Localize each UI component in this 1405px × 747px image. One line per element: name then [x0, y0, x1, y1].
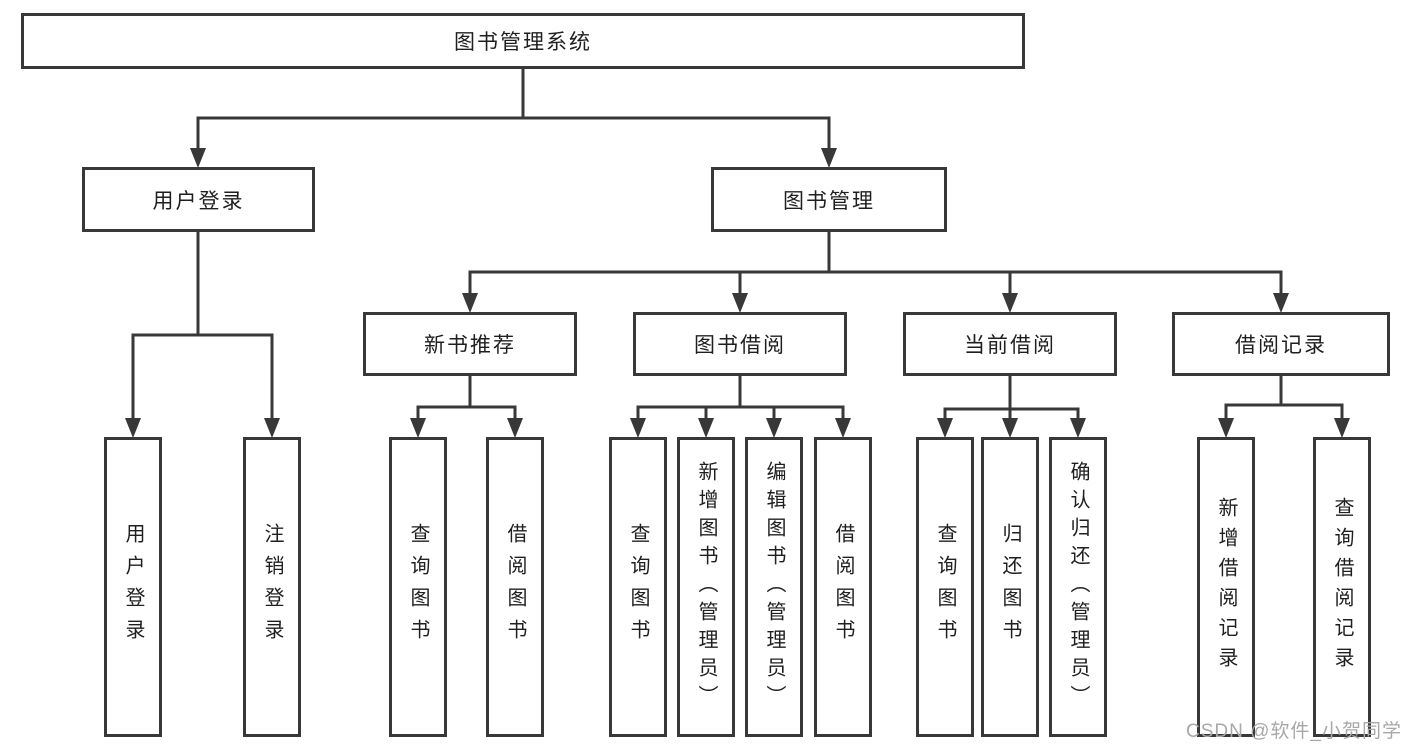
node-borrowing-records: 借阅记录 — [1172, 312, 1390, 376]
node-leaf-confirm-return: 确认归还（管理员） — [1049, 437, 1107, 737]
node-leaf-user-login: 用户登录 — [104, 437, 162, 737]
node-leaf-query-books-1: 查询图书 — [389, 437, 447, 737]
node-leaf-add-borrow-record: 新增借阅记录 — [1197, 437, 1255, 737]
node-leaf-query-borrow-record: 查询借阅记录 — [1313, 437, 1371, 737]
node-leaf-borrow-books-2: 借阅图书 — [814, 437, 872, 737]
node-book-borrowing: 图书借阅 — [633, 312, 847, 376]
node-leaf-logout: 注销登录 — [243, 437, 301, 737]
node-leaf-edit-books-admin: 编辑图书（管理员） — [745, 437, 803, 737]
node-book-management: 图书管理 — [711, 167, 947, 232]
node-user-login: 用户登录 — [82, 167, 315, 232]
node-leaf-add-books-admin: 新增图书（管理员） — [677, 437, 735, 737]
node-system-root: 图书管理系统 — [21, 13, 1025, 69]
node-current-borrowing: 当前借阅 — [903, 312, 1117, 376]
node-leaf-query-books-3: 查询图书 — [916, 437, 974, 737]
node-leaf-query-books-2: 查询图书 — [609, 437, 667, 737]
node-leaf-borrow-books-1: 借阅图书 — [486, 437, 544, 737]
watermark-text: CSDN @软件_小贺同学 — [1186, 721, 1402, 742]
node-leaf-return-books: 归还图书 — [981, 437, 1039, 737]
node-new-book-recommend: 新书推荐 — [363, 312, 577, 376]
